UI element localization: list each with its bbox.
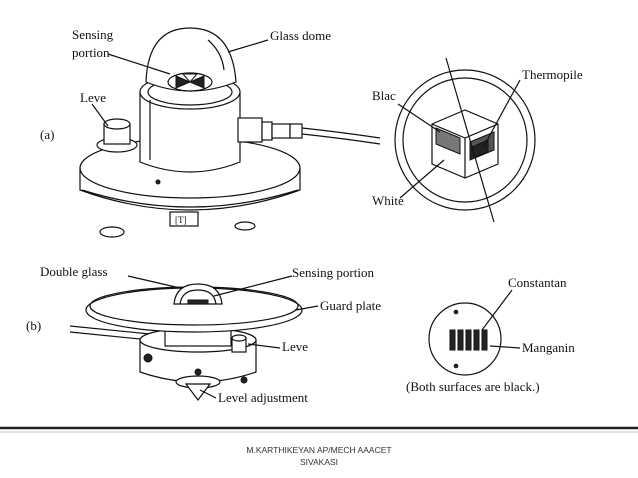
constantan-label: Constantan xyxy=(508,275,567,290)
pyranometer-a: [T] xyxy=(40,27,381,238)
thermopile-detail: Blac Thermopile White xyxy=(372,57,583,223)
lower-body-b xyxy=(139,319,257,401)
sensing-portion-label-1: Sensing xyxy=(72,27,114,42)
cable-connector-a xyxy=(237,117,381,145)
both-surfaces-caption: (Both surfaces are black.) xyxy=(406,379,540,394)
base-mark: [T] xyxy=(175,215,187,225)
part-a-label: (a) xyxy=(40,127,54,142)
junction-detail: Constantan Manganin (Both surfaces are b… xyxy=(406,275,575,394)
manganin-label: Manganin xyxy=(522,340,575,355)
level-adjustment-label: Level adjustment xyxy=(218,390,308,405)
leve-label-b: Leve xyxy=(282,339,308,354)
blac-label: Blac xyxy=(372,88,396,103)
level-knob-a xyxy=(96,118,138,153)
double-glass-dome-b xyxy=(173,283,223,305)
white-label: White xyxy=(372,193,404,208)
pyranometer-b: Double glass Sensing portion Guard plate… xyxy=(26,264,381,405)
footer-line-2: SIVAKASI xyxy=(300,457,338,467)
level-knob-b xyxy=(231,334,247,353)
sensing-element-a xyxy=(167,72,213,92)
glass-dome-label: Glass dome xyxy=(270,28,331,43)
double-glass-label: Double glass xyxy=(40,264,108,279)
sensing-portion-b-label: Sensing portion xyxy=(292,265,374,280)
guard-plate-label: Guard plate xyxy=(320,298,381,313)
footer-line-1: M.KARTHIKEYAN AP/MECH AAACET xyxy=(246,445,391,455)
sensing-portion-label-2: portion xyxy=(72,45,110,60)
part-b-label: (b) xyxy=(26,318,41,333)
footer: M.KARTHIKEYAN AP/MECH AAACET SIVAKASI xyxy=(0,426,638,467)
thermopile-label: Thermopile xyxy=(522,67,583,82)
constantan-strips xyxy=(449,329,488,351)
leve-label-a: Leve xyxy=(80,90,106,105)
